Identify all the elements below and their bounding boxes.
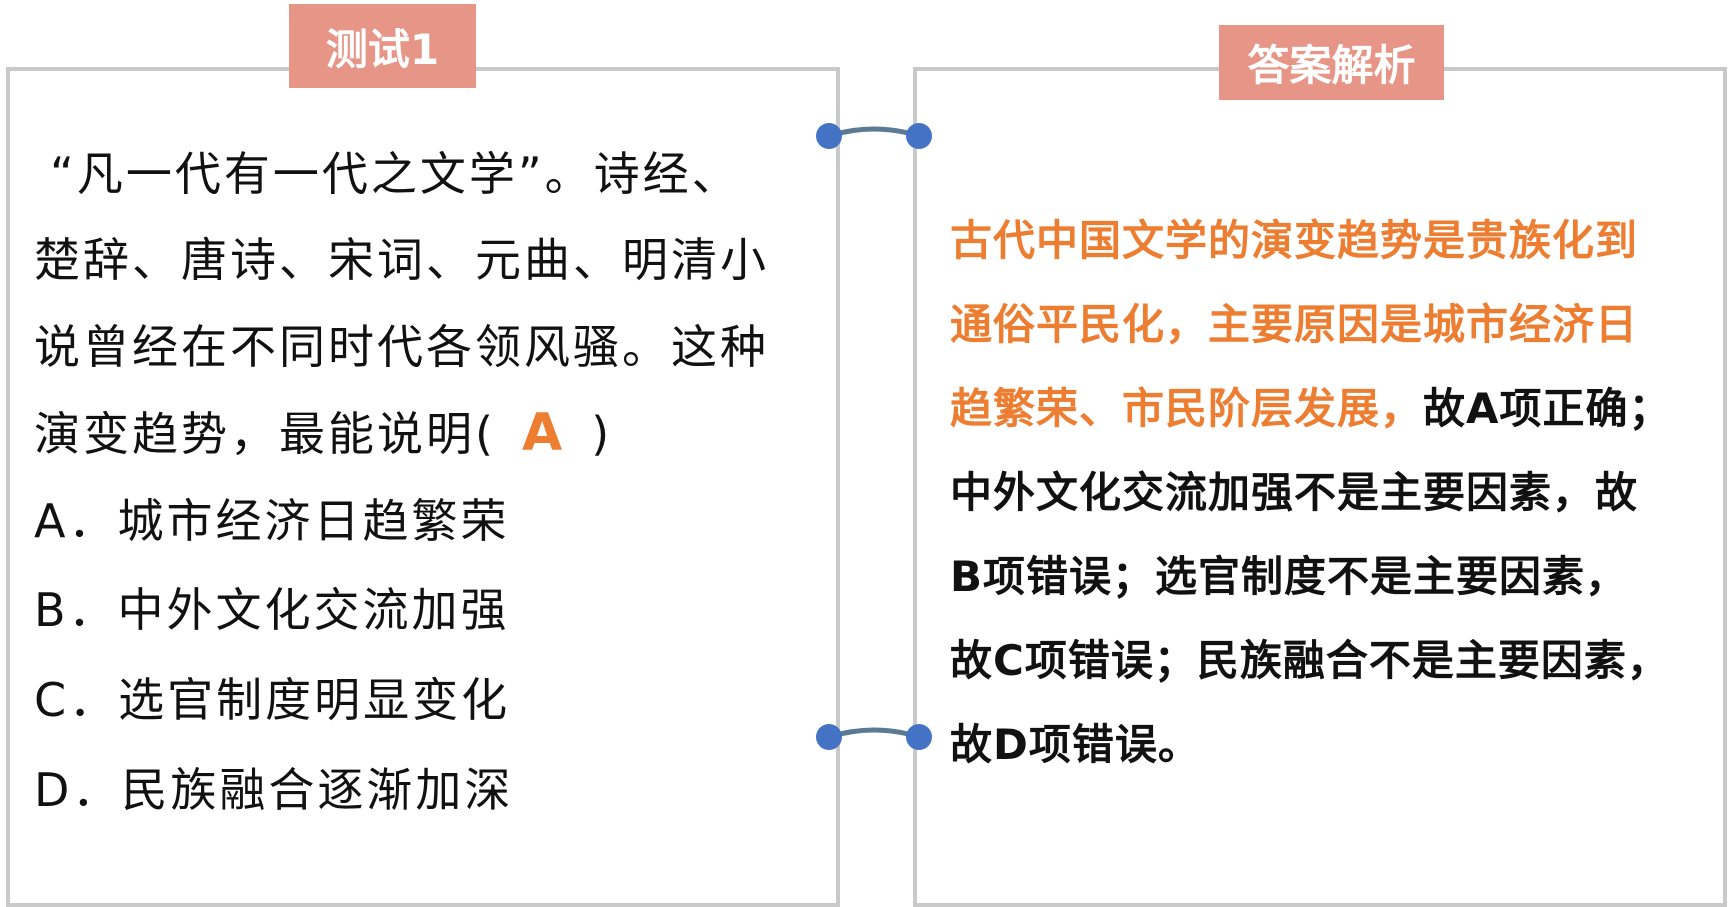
analysis-line: 中外文化交流加强不是主要因素，故	[950, 468, 1639, 517]
answer-letter: A	[521, 403, 566, 463]
connector-line-top	[828, 126, 920, 139]
connector-line-bottom	[828, 727, 920, 740]
analysis-line: 古代中国文学的演变趋势是贵族化到	[950, 216, 1639, 265]
analysis-highlight: 趋繁荣、市民阶层发展，	[950, 384, 1424, 433]
answer-title-tab: 答案解析	[1219, 25, 1444, 100]
question-title-tab: 测试1	[289, 4, 476, 88]
connector-dot	[816, 123, 842, 149]
option-d: D．民族融合逐渐加深	[34, 763, 514, 817]
stem-prefix: 演变趋势，最能说明(	[34, 407, 496, 461]
connector-dot	[906, 724, 932, 750]
analysis-line: 通俗平民化，主要原因是城市经济日	[950, 300, 1639, 349]
question-stem-line: 说曾经在不同时代各领风骚。这种	[34, 320, 769, 374]
option-c: C．选官制度明显变化	[34, 673, 511, 727]
analysis-line: B项错误；选官制度不是主要因素，	[950, 552, 1629, 601]
option-a: A．城市经济日趋繁荣	[34, 494, 510, 548]
question-stem-line: 演变趋势，最能说明( A)	[34, 403, 612, 464]
question-stem-line: “凡一代有一代之文学”。诗经、	[50, 147, 741, 201]
stem-suffix: )	[591, 407, 613, 461]
connector-dot	[906, 123, 932, 149]
analysis-line: 故D项错误。	[950, 720, 1201, 769]
connector-dot	[816, 724, 842, 750]
analysis-text: 故A项正确；	[1423, 384, 1672, 433]
analysis-line: 故C项错误；民族融合不是主要因素，	[950, 636, 1670, 685]
question-panel	[6, 67, 840, 907]
question-stem-line: 楚辞、唐诗、宋词、元曲、明清小	[34, 233, 769, 287]
answer-panel	[913, 67, 1727, 907]
option-b: B．中外文化交流加强	[34, 583, 510, 637]
analysis-line: 趋繁荣、市民阶层发展，故A项正确；	[950, 379, 1672, 439]
